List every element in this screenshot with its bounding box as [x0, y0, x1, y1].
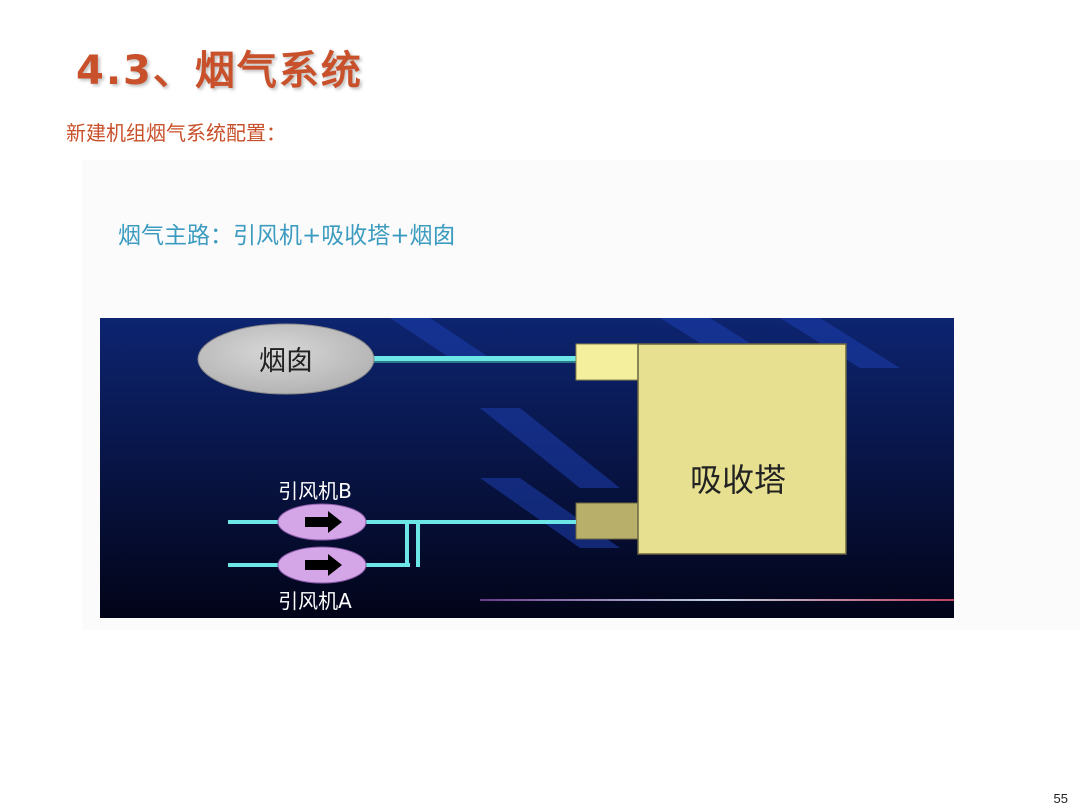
chimney-shape — [197, 323, 375, 395]
slide-subtitle: 新建机组烟气系统配置： — [66, 121, 286, 145]
absorber-tower — [637, 343, 847, 555]
chimney-label: 烟囱 — [259, 346, 313, 377]
slide-title: 4.3、烟气系统 — [76, 48, 363, 94]
fan-a-arrow-icon — [305, 554, 342, 576]
fan-connector-1 — [405, 520, 409, 567]
page-number: 55 — [1053, 791, 1068, 806]
tower-label: 吸收塔 — [690, 461, 786, 499]
fan-connector-2 — [416, 520, 420, 567]
chimney-pipe-shadow — [372, 361, 576, 363]
route-description: 烟气主路：引风机+吸收塔+烟囱 — [118, 223, 456, 249]
fan-b-arrow-icon — [305, 511, 342, 533]
flue-gas-diagram: 烟囱 吸收塔 引风机B 引风机A — [100, 318, 954, 618]
fan-b-pipe — [228, 520, 576, 524]
fan-a-label: 引风机A — [278, 589, 352, 613]
fan-b-label: 引风机B — [278, 479, 352, 503]
chimney-pipe — [372, 356, 576, 361]
tower-bottom-inlet — [575, 502, 639, 540]
bottom-line — [480, 599, 954, 601]
tower-top-inlet — [575, 343, 639, 381]
